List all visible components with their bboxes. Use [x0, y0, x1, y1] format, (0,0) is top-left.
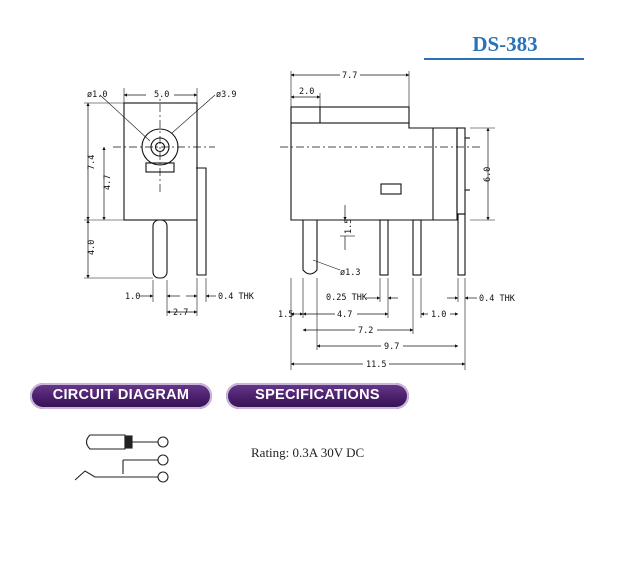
- dim-side-offset: 1.5: [344, 219, 354, 234]
- dim-front-pin-width: 1.0: [125, 292, 140, 302]
- dim-center-height: 4.7: [103, 175, 113, 190]
- rating-text: Rating: 0.3A 30V DC: [251, 445, 365, 460]
- front-view: [84, 88, 216, 316]
- dim-pin-length: 4.0: [87, 240, 97, 255]
- dim-side-height: 6.0: [483, 167, 493, 182]
- specifications-header: SPECIFICATIONS: [226, 383, 409, 409]
- circuit-symbol: [74, 434, 169, 483]
- dim-overall-length: 11.5: [366, 360, 386, 370]
- circuit-diagram-title: CIRCUIT DIAGRAM: [52, 387, 190, 403]
- dim-side-first-pin: 1.5: [278, 310, 293, 320]
- side-view: [280, 71, 495, 370]
- part-number-underline: [424, 58, 584, 60]
- front-pin: [152, 219, 168, 279]
- dim-side-pin-spacing: 4.7: [337, 310, 352, 320]
- side-pin-3: [412, 219, 422, 276]
- dim-side-thickness: 0.25 THK: [326, 293, 368, 303]
- specifications-title: SPECIFICATIONS: [255, 387, 380, 403]
- dim-front-width: 5.0: [154, 90, 169, 100]
- dim-side-step: 2.0: [299, 87, 314, 97]
- side-top-block: [290, 106, 410, 124]
- side-flange: [456, 127, 466, 215]
- dimension-labels: ø1.0 5.0 ø3.9 7.4 4.7 4.0 1.0 0.4 THK 2.…: [87, 70, 516, 370]
- dim-side-flange-gap: 1.0: [431, 310, 446, 320]
- side-pin-1: [302, 220, 318, 275]
- circuit-diagram-header: CIRCUIT DIAGRAM: [30, 383, 212, 409]
- dim-side-pin-diameter: ø1.3: [340, 268, 360, 278]
- side-pin-2: [379, 219, 389, 276]
- dim-front-pin-spacing: 2.7: [173, 308, 188, 318]
- dim-side-flange-thickness: 0.4 THK: [479, 294, 516, 304]
- dim-side-span-9-7: 9.7: [384, 342, 399, 352]
- dim-pin-diameter: ø1.0: [87, 90, 107, 100]
- side-contact: [380, 183, 402, 195]
- dim-front-thickness: 0.4 THK: [218, 292, 255, 302]
- dim-front-height: 7.4: [87, 155, 97, 170]
- part-number: DS-383: [472, 32, 538, 56]
- dim-side-top-length: 7.7: [342, 71, 357, 81]
- dim-side-span-7-2: 7.2: [358, 326, 373, 336]
- side-pin-4: [457, 213, 466, 276]
- dim-hole-diameter: ø3.9: [216, 90, 236, 100]
